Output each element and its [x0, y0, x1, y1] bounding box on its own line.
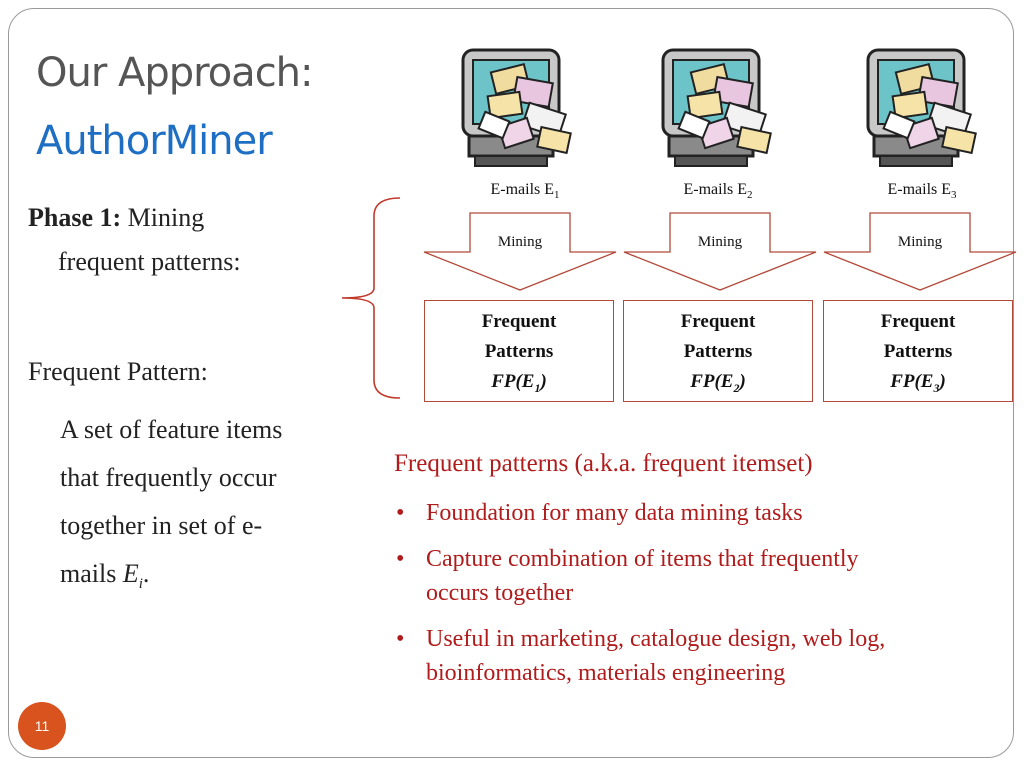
list-item: • Useful in marketing, catalogue design, … — [394, 622, 1014, 690]
email-label-text: E-mails E — [490, 181, 555, 198]
mining-arrow-label: Mining — [698, 234, 743, 250]
bullet-icon: • — [396, 500, 405, 526]
list-item-line-1: Foundation for many data mining tasks — [426, 500, 803, 526]
box-fp-subscript: 1 — [534, 380, 541, 395]
box-line-2: Patterns — [683, 341, 753, 362]
phase-text-1: Mining — [127, 203, 205, 232]
frequent-patterns-box: Frequent Patterns FP(E1) — [424, 300, 614, 402]
notes-heading: Frequent patterns (a.k.a. frequent items… — [394, 450, 813, 477]
slide-subtitle: AuthorMiner — [36, 118, 273, 164]
phase-label: Phase 1: — [28, 203, 122, 232]
box-line-2: Patterns — [484, 341, 554, 362]
email-label-subscript: 2 — [747, 189, 753, 202]
frequent-patterns-box: Frequent Patterns FP(E3) — [823, 300, 1013, 402]
definition-line-1: A set of feature items — [60, 415, 283, 444]
slide-title: Our Approach: — [36, 50, 314, 96]
email-computer-icon — [661, 48, 772, 167]
frequent-pattern-definition: A set of feature items that frequently o… — [60, 406, 380, 608]
box-fp-text: FP(E — [491, 371, 535, 392]
email-label-subscript: 3 — [951, 189, 957, 202]
definition-period: . — [142, 559, 150, 588]
list-item-line-2: bioinformatics, materials engineering — [426, 660, 786, 686]
definition-variable: E — [122, 559, 139, 588]
mining-arrow: Mining — [423, 212, 617, 291]
box-fp-label: FP(E2) — [624, 367, 812, 403]
mining-arrow-label: Mining — [498, 234, 543, 250]
frequent-pattern-heading: Frequent Pattern: — [28, 357, 208, 386]
grouping-brace — [341, 197, 401, 399]
list-item-line-1: Capture combination of items that freque… — [426, 546, 859, 572]
bullet-icon: • — [396, 626, 405, 652]
box-fp-text: FP(E — [690, 371, 734, 392]
frequent-patterns-box: Frequent Patterns FP(E2) — [623, 300, 813, 402]
bullet-icon: • — [396, 546, 405, 572]
phase-description: Phase 1: Mining frequent patterns: — [28, 196, 348, 284]
definition-line-3: together in set of e- — [60, 511, 263, 540]
definition-line-2: that frequently occur — [60, 463, 277, 492]
phase-text-2: frequent patterns: — [58, 247, 241, 276]
email-set-label: E-mails E2 — [648, 181, 788, 201]
email-label-text: E-mails E — [887, 181, 952, 198]
box-fp-text: FP(E — [890, 371, 934, 392]
email-label-text: E-mails E — [683, 181, 748, 198]
mining-arrow: Mining — [623, 212, 817, 291]
box-fp-subscript: 2 — [733, 380, 740, 395]
mining-arrow-label: Mining — [898, 234, 943, 250]
box-line-2: Patterns — [883, 341, 953, 362]
box-fp-end: ) — [939, 371, 946, 392]
box-line-1: Frequent — [880, 311, 956, 332]
email-set-label: E-mails E3 — [852, 181, 992, 201]
email-set-label: E-mails E1 — [455, 181, 595, 201]
list-item: • Capture combination of items that frequ… — [394, 542, 1014, 610]
box-fp-end: ) — [739, 371, 746, 392]
box-fp-end: ) — [540, 371, 547, 392]
notes-list: • Foundation for many data mining tasks •… — [394, 496, 1014, 690]
email-computer-icon — [866, 48, 977, 167]
box-line-1: Frequent — [680, 311, 756, 332]
list-item-line-2: occurs together — [426, 580, 574, 606]
box-line-1: Frequent — [481, 311, 557, 332]
page-number-badge: 11 — [18, 702, 66, 750]
box-fp-label: FP(E3) — [824, 367, 1012, 403]
definition-line-4-text: mails — [60, 559, 123, 588]
box-fp-label: FP(E1) — [425, 367, 613, 403]
email-computer-icon — [461, 48, 572, 167]
email-label-subscript: 1 — [554, 189, 560, 202]
list-item: • Foundation for many data mining tasks — [394, 496, 1014, 530]
definition-subscript: i — [138, 576, 143, 593]
definition-line-4: mails Ei. — [60, 550, 380, 608]
list-item-line-1: Useful in marketing, catalogue design, w… — [426, 626, 886, 652]
mining-arrow: Mining — [823, 212, 1017, 291]
frequent-patterns-notes: Frequent patterns (a.k.a. frequent items… — [394, 444, 1014, 690]
box-fp-subscript: 3 — [933, 380, 940, 395]
